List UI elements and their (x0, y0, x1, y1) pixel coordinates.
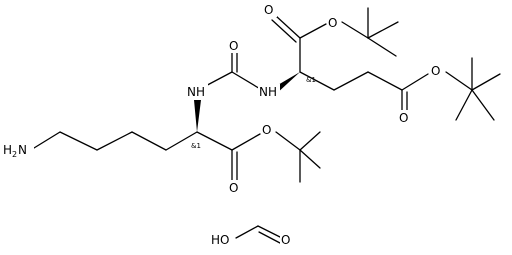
atom-amine-h: H (3, 143, 12, 157)
atom-o-mid-link: O (262, 123, 271, 137)
bond (231, 133, 261, 151)
bond (367, 71, 403, 91)
bond (445, 71, 473, 91)
wedge-bond-left (194, 100, 201, 132)
atom-amine-subscript: 2 (12, 150, 17, 159)
bond (471, 89, 495, 121)
bond (257, 225, 283, 239)
stereo-label-right: &1 (306, 76, 316, 84)
bond (471, 73, 501, 91)
atom-o-top-link: O (328, 16, 337, 30)
atom-o-top-carbonyl: O (264, 3, 273, 17)
bond (299, 149, 321, 169)
bond (367, 21, 399, 39)
bond (367, 37, 397, 57)
bond (96, 131, 133, 151)
atom-o-mid-carbonyl: O (229, 181, 238, 195)
atom-o-urea: O (229, 39, 238, 53)
bond (299, 71, 335, 91)
bond (258, 231, 281, 244)
bond (401, 73, 429, 91)
atom-nh-left: NH (187, 85, 205, 99)
bond (196, 131, 233, 151)
atom-nh-right: NH (259, 85, 277, 99)
bond (235, 225, 259, 239)
bond-layer (33, 7, 501, 244)
atom-o-right-link: O (431, 64, 440, 78)
bond (165, 131, 198, 151)
atom-formic-o: O (281, 233, 290, 247)
atom-amine-n: N (18, 143, 27, 157)
atom-o-right-carbonyl: O (399, 111, 408, 125)
bond (33, 131, 61, 149)
stereo-label-left: &1 (191, 142, 201, 150)
bond (299, 131, 321, 151)
bond (231, 71, 263, 91)
bond (275, 131, 301, 151)
bond (271, 19, 297, 43)
bond (131, 131, 167, 151)
atom-formic-ho: HO (211, 233, 229, 247)
bond (455, 89, 473, 121)
bond (59, 131, 98, 151)
atom-labels: O O O O O NH NH O O H 2 N &1 &1 (2, 2, 444, 247)
bond (275, 15, 301, 39)
bond (333, 71, 369, 91)
bond (299, 23, 327, 39)
bond (341, 21, 369, 39)
